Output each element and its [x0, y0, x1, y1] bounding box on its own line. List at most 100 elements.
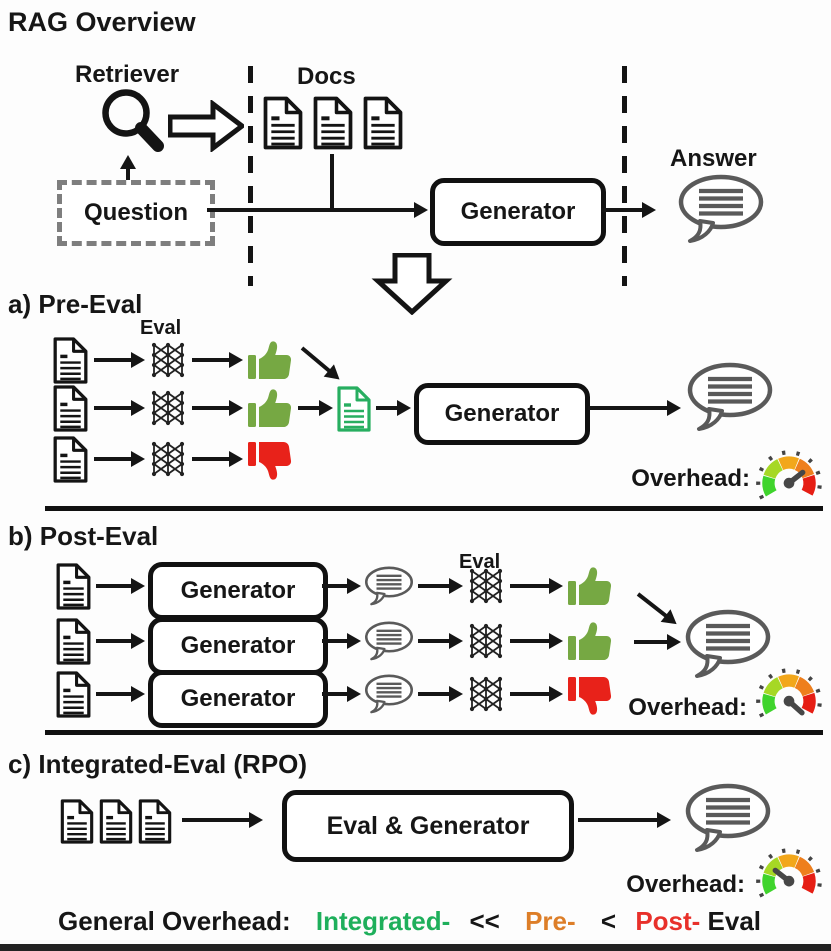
arrow	[182, 818, 250, 822]
post-eval-generator-box: Generator	[148, 670, 328, 728]
generator-label: Generator	[444, 400, 560, 427]
pre-eval-generator-box: Generator	[414, 383, 590, 445]
eval-network-icon	[148, 389, 188, 427]
arrow	[322, 584, 348, 588]
doc-icon	[55, 618, 92, 665]
pre-eval-overhead-label: Overhead:	[631, 465, 750, 492]
response-bubble-icon	[364, 566, 414, 606]
doc-icon	[312, 96, 354, 150]
arrow	[192, 406, 230, 410]
eval-network-icon	[148, 440, 188, 478]
integrated-term: Integrated-	[315, 906, 451, 936]
thumbs-up-icon	[246, 387, 292, 429]
section-divider	[45, 730, 823, 735]
answer-label: Answer	[670, 145, 757, 172]
arrow	[94, 406, 132, 410]
doc-icon	[52, 337, 89, 384]
arrow	[634, 640, 668, 644]
overhead-gauge-high	[750, 664, 828, 730]
post-eval-header: b) Post-Eval	[8, 521, 159, 551]
arrow-diagonal	[636, 592, 668, 618]
general-overhead-label: General Overhead:	[58, 906, 291, 936]
thumbs-up-icon	[566, 620, 612, 662]
eval-network-icon	[466, 567, 506, 605]
arrow-diagonal	[300, 346, 331, 373]
doc-icon	[362, 96, 404, 150]
pre-eval-header: a) Pre-Eval	[8, 289, 143, 319]
doc-icon	[135, 799, 175, 844]
arrow	[510, 639, 550, 643]
question-box: Question	[57, 180, 215, 246]
post-eval-eval-label: Eval	[459, 551, 501, 573]
magnifier-icon	[96, 86, 174, 164]
pre-eval-eval-label: Eval	[140, 317, 182, 339]
post-eval-generator-box: Generator	[148, 562, 328, 620]
pre-term: Pre-	[525, 906, 576, 936]
arrow	[578, 818, 658, 822]
retriever-label: Retriever	[75, 61, 180, 88]
thumbs-down-icon	[246, 440, 292, 482]
response-bubble-icon	[364, 674, 414, 714]
eval-network-icon	[466, 675, 506, 713]
answer-bubble-icon	[686, 362, 774, 432]
block-arrow-right-icon	[168, 100, 244, 152]
generator-label: Generator	[460, 198, 576, 225]
docs-connector-line	[330, 154, 334, 210]
much-less-than: <<	[469, 906, 500, 936]
eval-network-icon	[466, 622, 506, 660]
docs-label: Docs	[297, 63, 356, 90]
eval-term: Eval	[707, 906, 762, 936]
generator-label: Generator	[180, 577, 296, 604]
eval-and-generator-box: Eval & Generator	[282, 790, 574, 862]
question-label: Question	[83, 199, 188, 226]
arrow	[376, 406, 398, 410]
arrow	[322, 692, 348, 696]
post-eval-overhead-label: Overhead:	[628, 694, 747, 721]
answer-bubble-icon	[676, 174, 766, 244]
dashed-divider-left	[248, 66, 253, 286]
post-eval-generator-box: Generator	[148, 617, 328, 675]
arrow	[418, 584, 450, 588]
integrated-eval-header: c) Integrated-Eval (RPO)	[8, 749, 308, 779]
generator-to-answer-arrow	[601, 208, 643, 212]
arrow	[418, 692, 450, 696]
arrow	[510, 584, 550, 588]
doc-icon	[262, 96, 304, 150]
arrow	[322, 639, 348, 643]
doc-icon	[52, 436, 89, 483]
question-to-generator-arrow	[207, 208, 415, 212]
eval-and-generator-label: Eval & Generator	[326, 811, 530, 840]
arrow	[96, 639, 132, 643]
doc-icon	[55, 563, 92, 610]
arrow	[192, 358, 230, 362]
less-than: <	[600, 906, 617, 936]
dashed-divider-right	[622, 66, 627, 286]
overhead-gauge-medium	[750, 446, 828, 512]
doc-icon	[96, 799, 136, 844]
general-overhead-comparison: General Overhead: Integrated- << Pre- < …	[58, 906, 761, 937]
arrow	[94, 457, 132, 461]
figure-title: RAG Overview	[8, 7, 196, 37]
arrow	[96, 584, 132, 588]
arrow	[510, 692, 550, 696]
generator-box: Generator	[430, 178, 606, 246]
arrow	[418, 639, 450, 643]
thumbs-up-icon	[566, 565, 612, 607]
approved-doc-icon	[336, 385, 372, 433]
block-arrow-down-icon	[368, 253, 456, 315]
bottom-edge-bar	[0, 944, 831, 951]
eval-network-icon	[148, 341, 188, 379]
generator-label: Generator	[180, 632, 296, 659]
arrow	[96, 692, 132, 696]
doc-icon	[55, 671, 92, 718]
doc-icon	[52, 385, 89, 432]
thumbs-up-icon	[246, 339, 292, 381]
section-divider	[45, 506, 823, 511]
arrow	[298, 406, 320, 410]
doc-icon	[57, 799, 97, 844]
post-term: Post-	[635, 906, 701, 936]
generator-label: Generator	[180, 685, 296, 712]
arrow	[588, 406, 668, 410]
integrated-eval-overhead-label: Overhead:	[626, 871, 745, 898]
